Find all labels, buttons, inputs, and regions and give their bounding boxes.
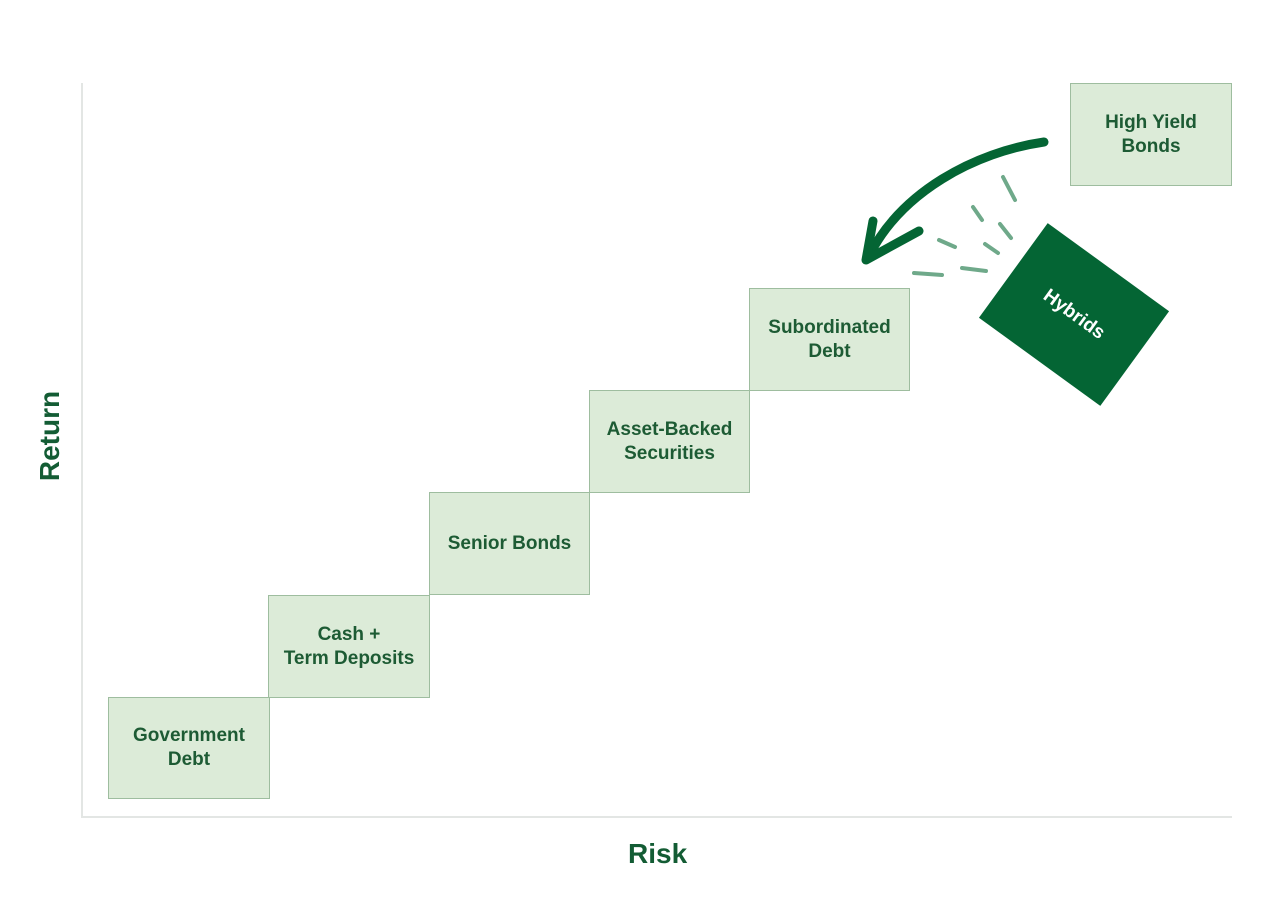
step-label: Cash + Term Deposits <box>283 623 415 669</box>
step-high-yield-bonds: High Yield Bonds <box>1070 83 1232 186</box>
x-axis-line <box>81 816 1232 818</box>
step-cash-term-deposits: Cash + Term Deposits <box>268 595 430 698</box>
step-government-debt: Government Debt <box>108 697 270 799</box>
step-label: Government Debt <box>133 725 245 770</box>
step-label: Subordinated Debt <box>768 316 891 362</box>
step-subordinated-debt: Subordinated Debt <box>749 288 910 391</box>
hybrids-label: Hybrids <box>1039 285 1109 344</box>
step-senior-bonds: Senior Bonds <box>429 492 590 595</box>
step-label: Senior Bonds <box>447 532 572 554</box>
y-axis-line <box>81 83 83 818</box>
motion-dash-marks <box>912 175 1017 277</box>
arrowhead-icon <box>861 216 924 265</box>
step-label: Asset-Backed Securities <box>606 418 733 464</box>
curved-arrow-icon <box>863 137 1049 263</box>
step-label: High Yield Bonds <box>1105 111 1197 157</box>
x-axis-label: Risk <box>628 838 688 869</box>
step-asset-backed-securities: Asset-Backed Securities <box>589 390 750 493</box>
